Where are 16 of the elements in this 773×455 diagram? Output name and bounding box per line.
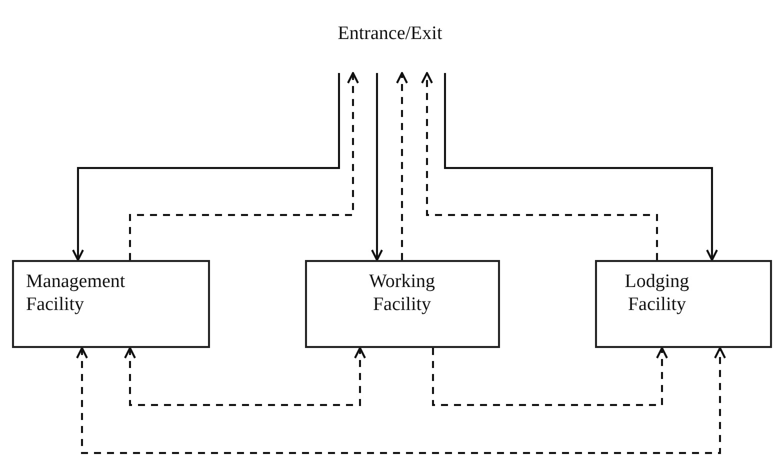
- node-label: Working Facility: [368, 270, 436, 316]
- arrow: [396, 72, 408, 260]
- arrow: [432, 347, 668, 406]
- arrow: [72, 73, 340, 261]
- facility-box: [595, 260, 772, 348]
- entrance-label: Entrance/Exit: [336, 22, 444, 45]
- arrow: [124, 347, 366, 406]
- arrow: [371, 73, 383, 261]
- arrow: [76, 347, 726, 454]
- facility-box: [305, 260, 500, 348]
- node-label: Lodging Facility: [624, 270, 690, 316]
- node-label: Management Facility: [26, 270, 126, 316]
- facility-box: [12, 260, 210, 348]
- arrow: [129, 72, 359, 260]
- arrow: [421, 72, 658, 260]
- arrow: [444, 73, 718, 261]
